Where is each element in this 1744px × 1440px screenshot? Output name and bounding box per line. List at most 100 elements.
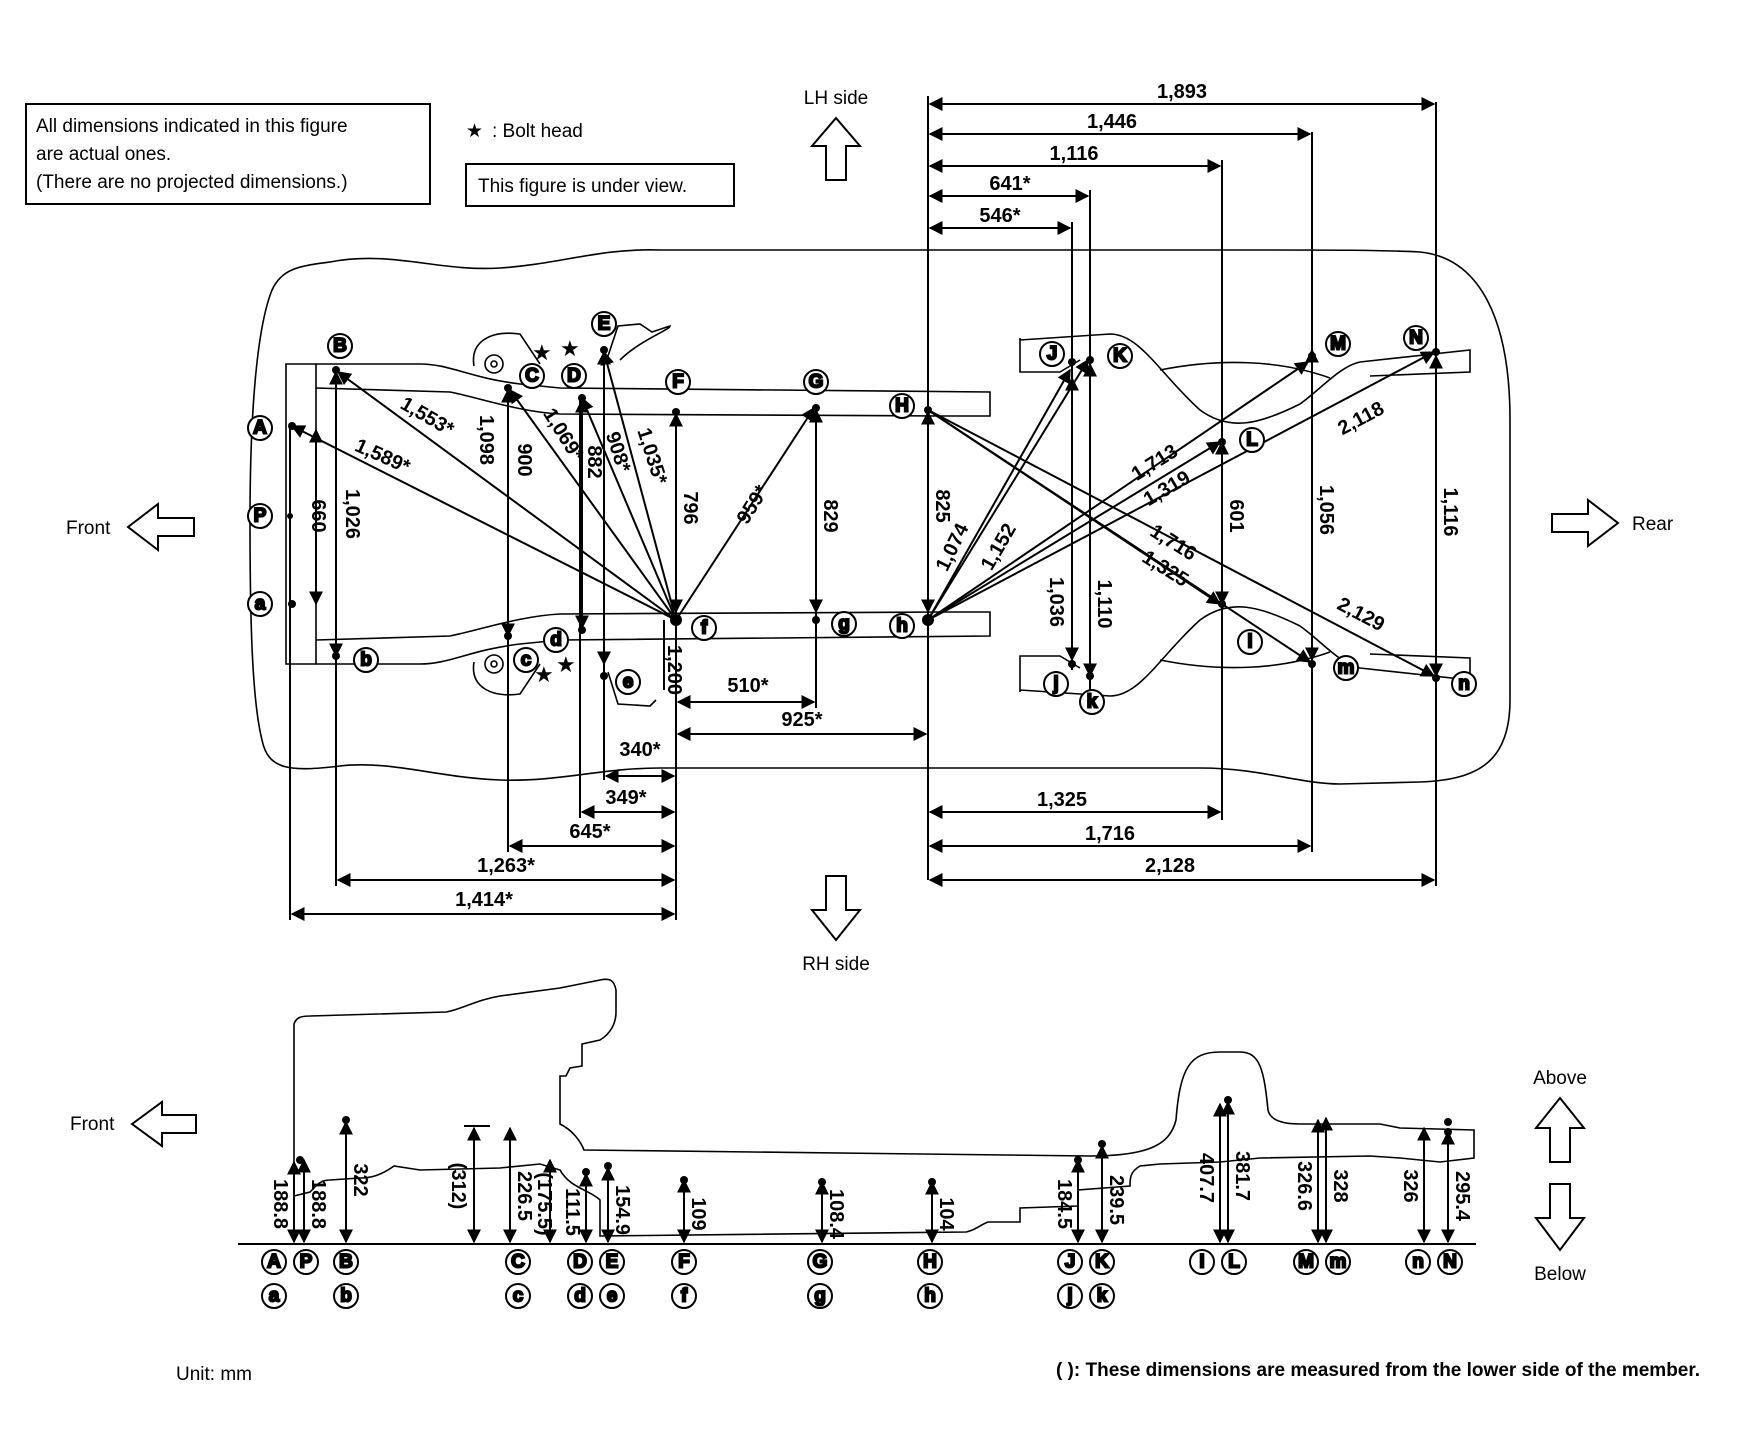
svg-text:c: c: [521, 650, 532, 671]
above-label: Above: [1533, 1068, 1587, 1089]
svg-text:d: d: [550, 630, 562, 651]
point-J: J: [1039, 341, 1065, 367]
point-K: K: [1107, 343, 1133, 369]
dim-label: 1,152: [977, 520, 1021, 574]
svg-text:C: C: [511, 1252, 525, 1273]
svg-text:P: P: [300, 1252, 313, 1273]
dim-label: 601: [1225, 499, 1247, 532]
side-point-n: n: [1405, 1249, 1431, 1275]
point-h: h: [889, 613, 915, 639]
dim-label: 226.5: [513, 1171, 535, 1221]
svg-text:L: L: [1246, 430, 1258, 451]
dim-label: (175.5): [533, 1172, 555, 1235]
dim-label: 510*: [727, 675, 768, 697]
svg-text:j: j: [1066, 1286, 1072, 1307]
svg-text:B: B: [333, 336, 347, 357]
arrow-up-icon: [1533, 1096, 1587, 1163]
note-line-1: All dimensions indicated in this figure: [36, 116, 348, 137]
svg-text:K: K: [1095, 1252, 1109, 1273]
bolt-head-star-icon: ★: [532, 341, 552, 366]
vertical-dimension-labels: 660 1,026 1,098 900 882 796 829 825 1,03…: [307, 415, 1461, 695]
side-point-M: M: [1293, 1249, 1319, 1275]
front-indicator-side: Front: [70, 1100, 197, 1148]
svg-text:d: d: [574, 1286, 586, 1307]
dim-label: 925*: [781, 709, 822, 731]
side-point-B: B: [333, 1249, 359, 1275]
dim-label: 154.9: [611, 1185, 633, 1235]
svg-text:D: D: [573, 1252, 587, 1273]
notes-box: All dimensions indicated in this figure …: [25, 103, 431, 205]
dim-label: 1,026: [341, 489, 363, 539]
point-l: l: [1237, 629, 1263, 655]
dimension-lines: [289, 96, 1443, 921]
side-point-J: J: [1057, 1249, 1083, 1275]
side-point-k: k: [1089, 1283, 1115, 1309]
point-b: b: [353, 647, 379, 673]
svg-text:A: A: [253, 418, 267, 439]
svg-text:a: a: [255, 594, 266, 615]
dim-label: 381.7: [1231, 1151, 1253, 1201]
dim-label: 645*: [569, 821, 610, 843]
point-H: H: [889, 393, 915, 419]
svg-text:b: b: [340, 1286, 352, 1307]
dim-label: 1,116: [1439, 488, 1461, 537]
arrow-down-icon: [809, 875, 863, 942]
dim-label: 108.4: [825, 1189, 847, 1240]
point-G: G: [803, 369, 829, 395]
side-point-f: f: [671, 1283, 697, 1309]
side-point-d: d: [567, 1283, 593, 1309]
dim-label: 1,116: [1050, 143, 1099, 165]
side-point-F: F: [671, 1249, 697, 1275]
svg-text:e: e: [607, 1286, 618, 1307]
lower-side-note: ( ): These dimensions are measured from …: [1056, 1360, 1700, 1381]
dim-label: 1,263*: [477, 855, 535, 877]
dim-label: 829: [819, 499, 841, 532]
svg-text:m: m: [1338, 658, 1355, 679]
svg-text:D: D: [567, 366, 581, 387]
svg-text:k: k: [1087, 692, 1098, 713]
svg-text:h: h: [924, 1286, 936, 1307]
svg-text:b: b: [360, 650, 372, 671]
dim-label: 1,074: [932, 519, 974, 574]
point-D: D: [561, 363, 587, 389]
side-point-D: D: [567, 1249, 593, 1275]
svg-text:E: E: [606, 1252, 619, 1273]
svg-text:F: F: [678, 1252, 690, 1273]
bolt-head-star-icon: ★: [466, 121, 483, 142]
point-labels-top: A P a B b C c D d E e F f G g H h J j K …: [247, 311, 1477, 715]
point-k: k: [1079, 689, 1105, 715]
bottom-dimension-labels-left: 340* 349* 645* 1,263* 1,414*: [455, 739, 661, 911]
svg-text:G: G: [809, 372, 824, 393]
dim-label: 295.4: [1451, 1171, 1473, 1222]
point-N: N: [1403, 325, 1429, 351]
side-point-g: g: [807, 1283, 833, 1309]
under-view-box: This figure is under view.: [465, 163, 735, 207]
svg-text:M: M: [1330, 334, 1346, 355]
dim-label: 882: [583, 445, 605, 478]
body-outline-side: [293, 978, 1475, 1237]
height-dimension-lines: [287, 1100, 1455, 1244]
dim-label: 188.8: [307, 1179, 329, 1229]
side-point-P: P: [293, 1249, 319, 1275]
dim-label: 239.5: [1105, 1175, 1127, 1225]
lh-side-indicator: LH side: [804, 88, 868, 181]
svg-text:N: N: [1443, 1252, 1457, 1273]
svg-text:H: H: [895, 396, 909, 417]
point-L: L: [1239, 427, 1265, 453]
dim-label: 326: [1399, 1169, 1421, 1202]
dim-label: (312): [447, 1163, 469, 1210]
point-A: A: [247, 415, 273, 441]
point-E: E: [591, 311, 617, 337]
bolt-head-star-icon: ★: [534, 663, 554, 688]
dim-label: 322: [349, 1163, 371, 1196]
dim-label: 1,446: [1087, 111, 1137, 133]
rear-label: Rear: [1632, 514, 1674, 535]
svg-text:I: I: [1199, 1252, 1204, 1273]
point-c: c: [513, 647, 539, 673]
front-indicator-top: Front: [66, 501, 195, 553]
svg-text:A: A: [267, 1252, 281, 1273]
dim-label: 900: [513, 443, 535, 476]
point-labels-side: A P B C D E F G H J K I L M m n N a b c …: [261, 1249, 1463, 1309]
dim-label: 1,036: [1045, 577, 1067, 627]
